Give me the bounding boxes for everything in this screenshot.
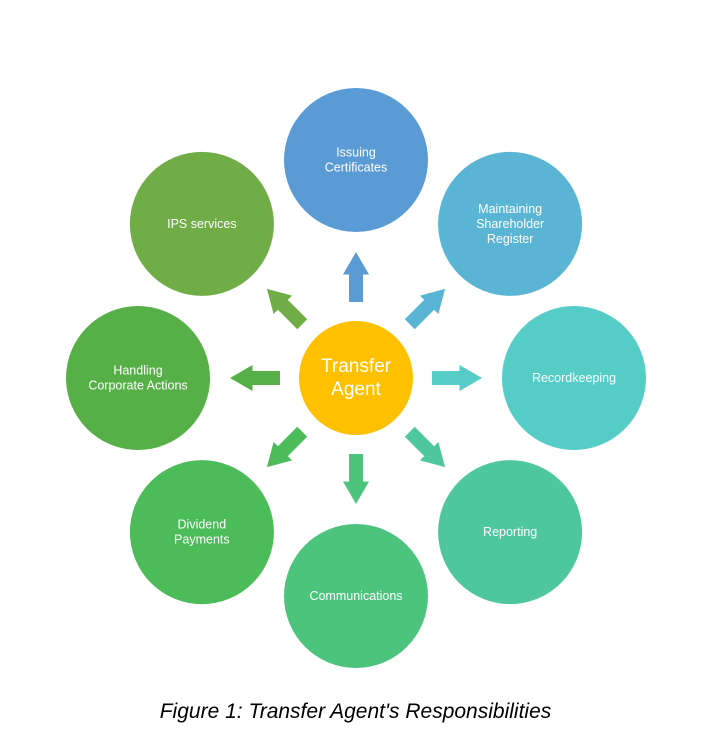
- arrow-to-reporting: [404, 426, 446, 468]
- arrow-to-ips-services: [266, 288, 308, 330]
- center-label-line-1: Transfer: [321, 356, 392, 377]
- arrow-to-issuing-certificates: [343, 252, 369, 302]
- node-circle-communications: [284, 524, 428, 668]
- node-label-reporting-line-1: Reporting: [483, 525, 537, 539]
- center-circle: [299, 321, 413, 435]
- node-circle-maintaining-shareholder-register: [438, 151, 583, 296]
- arrow-to-dividend-payments: [266, 426, 308, 468]
- node-label-recordkeeping-line-1: Recordkeeping: [532, 371, 616, 385]
- center-label-line-2: Agent: [331, 379, 381, 400]
- node-circle-dividend-payments: [129, 460, 274, 605]
- node-label-maintaining-shareholder-register-line-1: Maintaining: [478, 202, 542, 216]
- node-label-ips-services-line-1: IPS services: [167, 217, 236, 231]
- figure-caption: Figure 1: Transfer Agent's Responsibilit…: [159, 700, 552, 723]
- node-circle-issuing-certificates: [284, 88, 428, 232]
- node-label-dividend-payments-line-1: Dividend: [178, 518, 227, 532]
- node-label-issuing-certificates-line-1: Issuing: [336, 146, 376, 160]
- node-circle-recordkeeping: [502, 306, 646, 450]
- node-label-handling-corporate-actions-line-1: Handling: [113, 364, 162, 378]
- arrow-to-communications: [343, 454, 369, 504]
- arrow-to-handling-corporate-actions: [230, 365, 280, 391]
- arrow-to-maintaining-shareholder-register: [404, 288, 446, 330]
- arrows-layer: [230, 252, 482, 504]
- node-recordkeeping: Recordkeeping: [502, 306, 646, 450]
- node-communications: Communications: [284, 524, 428, 668]
- node-label-issuing-certificates-line-2: Certificates: [325, 161, 388, 175]
- arrow-to-recordkeeping: [432, 365, 482, 391]
- nodes-layer: IssuingCertificatesMaintainingShareholde…: [66, 88, 646, 668]
- node-ips-services: IPS services: [129, 151, 274, 296]
- node-label-dividend-payments-line-2: Payments: [174, 533, 230, 547]
- node-label-handling-corporate-actions-line-2: Corporate Actions: [88, 379, 187, 393]
- node-reporting: Reporting: [438, 460, 583, 605]
- node-label-maintaining-shareholder-register-line-3: Register: [487, 232, 534, 246]
- node-label-communications-line-1: Communications: [309, 589, 402, 603]
- node-label-maintaining-shareholder-register-line-2: Shareholder: [476, 217, 544, 231]
- node-circle-handling-corporate-actions: [66, 306, 210, 450]
- node-circle-ips-services: [129, 151, 274, 296]
- node-circle-reporting: [438, 460, 583, 605]
